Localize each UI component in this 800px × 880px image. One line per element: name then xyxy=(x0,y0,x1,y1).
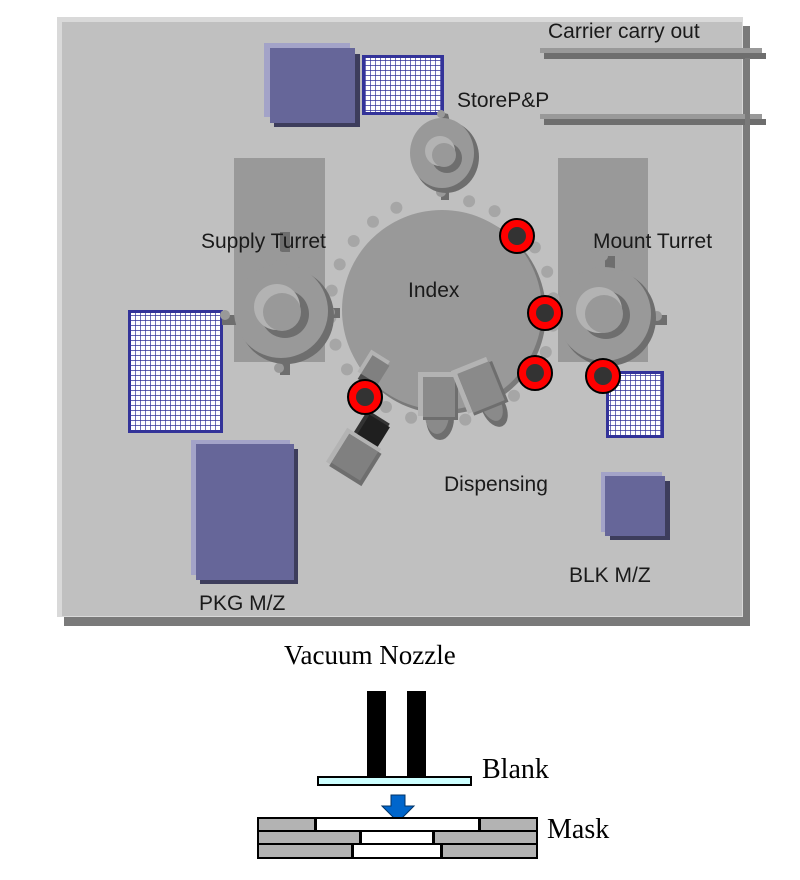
blk-magazine xyxy=(601,472,670,540)
label-carrier-carry-out: Carrier carry out xyxy=(548,20,700,43)
index-dot xyxy=(325,284,338,297)
index-dot xyxy=(367,215,379,228)
carrier-rails xyxy=(540,48,766,626)
label-supply-turret: Supply Turret xyxy=(201,230,326,253)
down-arrow-icon xyxy=(380,794,416,823)
mount-turret xyxy=(557,251,667,366)
index-dot xyxy=(539,346,552,358)
label-mount-turret: Mount Turret xyxy=(593,230,712,253)
index-dot xyxy=(488,205,501,218)
label-blank: Blank xyxy=(482,754,549,785)
index-dot xyxy=(341,363,353,376)
index-dot xyxy=(463,195,476,208)
index-dot xyxy=(541,265,554,278)
storepp-turret xyxy=(410,110,479,200)
index-dot xyxy=(508,389,520,402)
store-tray xyxy=(362,55,444,115)
supply-turret xyxy=(220,232,340,375)
nozzle-marker xyxy=(499,218,535,254)
vacuum-nozzle xyxy=(367,691,426,779)
pkg-magazine xyxy=(191,440,298,584)
nozzle-markers xyxy=(347,218,621,415)
label-pkg-mz: PKG M/Z xyxy=(199,592,286,615)
label-index: Index xyxy=(408,279,460,302)
nozzle-marker xyxy=(527,295,563,331)
index-dot xyxy=(347,235,360,247)
mask-stack xyxy=(257,817,538,859)
nozzle-marker xyxy=(585,358,621,394)
store-magazine xyxy=(264,43,360,127)
label-vacuum-nozzle: Vacuum Nozzle xyxy=(284,640,456,670)
index-dot xyxy=(390,201,403,214)
index-dot xyxy=(459,413,472,426)
blank-plate xyxy=(317,776,472,786)
nozzle-marker xyxy=(517,355,553,391)
label-storepp: StoreP&P xyxy=(457,89,549,112)
index-dot xyxy=(329,338,342,351)
nozzle-marker xyxy=(347,379,383,415)
label-blk-mz: BLK M/Z xyxy=(569,564,651,587)
index-table xyxy=(342,210,546,414)
index-dot xyxy=(380,401,392,413)
label-dispensing: Dispensing xyxy=(444,473,548,496)
camera-unit xyxy=(325,349,390,487)
dispensing-heads xyxy=(418,356,509,440)
index-dot xyxy=(333,258,346,271)
index-dot xyxy=(405,411,418,424)
label-mask: Mask xyxy=(547,814,609,845)
supply-tray xyxy=(128,310,223,433)
